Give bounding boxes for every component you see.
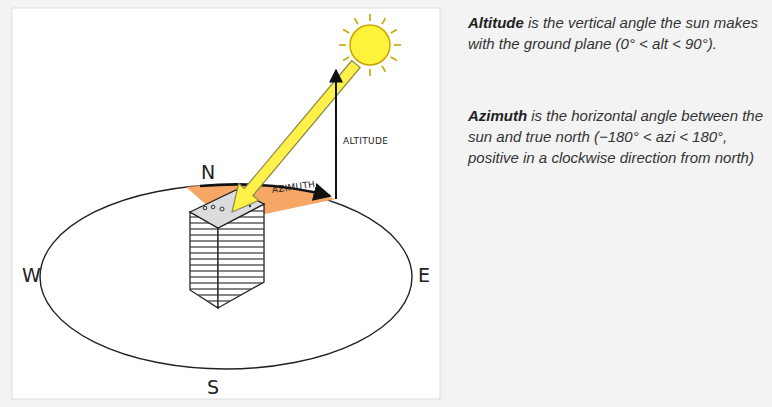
sun-ray <box>391 30 397 34</box>
compass-east: E <box>418 266 430 285</box>
term: Altitude <box>468 14 524 31</box>
definition-paragraph: Azimuthis the horizontal angle between t… <box>468 105 764 168</box>
sun-ray <box>382 18 386 24</box>
sun-ray <box>343 30 349 34</box>
term: Azimuth <box>468 107 527 124</box>
sun-ray-arrow <box>232 61 360 213</box>
sun-ray <box>369 69 371 76</box>
sun-ray <box>369 14 371 21</box>
solar-panel <box>190 190 264 308</box>
altitude-label: ALTITUDE <box>343 137 388 146</box>
horizon-ellipse <box>40 185 412 369</box>
sun-ray <box>339 44 346 46</box>
compass-west: W <box>22 266 41 285</box>
sun-ray <box>355 18 359 24</box>
azimuth-label: AZIMUTH <box>271 180 316 195</box>
sun-ray <box>394 44 401 46</box>
sun-ray <box>391 57 397 61</box>
altitude-arrow <box>335 70 337 199</box>
definition-paragraph: Altitudeis the vertical angle the sun ma… <box>468 12 764 54</box>
sun-ray <box>382 66 386 72</box>
drawing-panel <box>12 8 440 399</box>
compass-north: N <box>201 163 215 182</box>
compass-south: S <box>207 378 219 397</box>
sun-ray <box>343 57 349 61</box>
